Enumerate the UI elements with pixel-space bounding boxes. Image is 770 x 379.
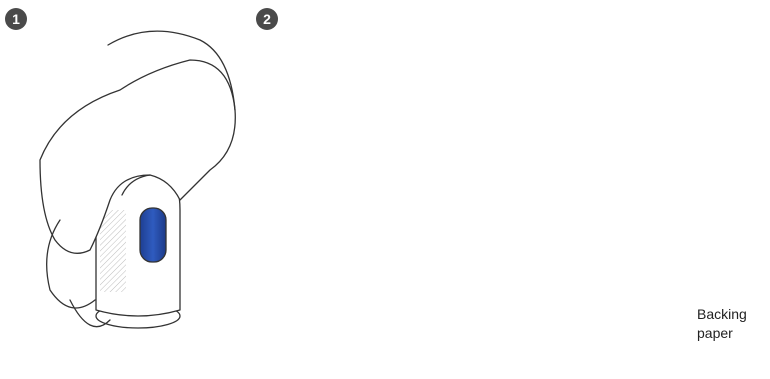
device-window <box>140 208 166 262</box>
panel-1-illustration <box>40 31 235 328</box>
step-number-1: 1 <box>5 8 27 30</box>
callout-label: Backing paper <box>697 305 747 343</box>
callout-line-1: Backing <box>697 305 747 324</box>
callout-line-2: paper <box>697 324 747 343</box>
step-number-2: 2 <box>256 8 278 30</box>
